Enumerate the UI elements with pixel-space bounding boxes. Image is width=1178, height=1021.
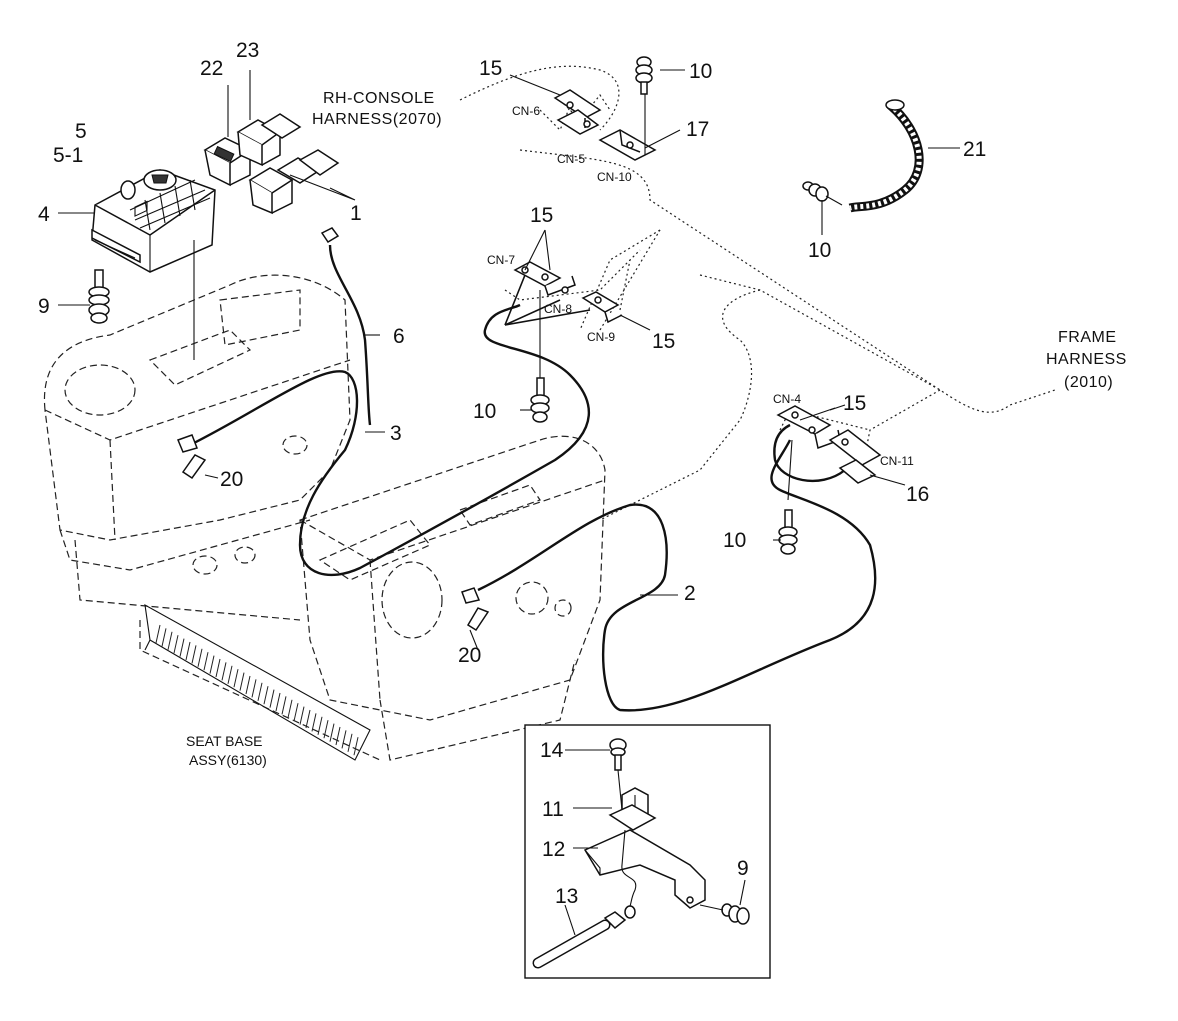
callout-17: 17 bbox=[686, 118, 709, 141]
callout-22: 22 bbox=[200, 57, 223, 80]
callout-4: 4 bbox=[38, 203, 50, 226]
callout-5: 5 bbox=[75, 120, 87, 143]
bolt-10-strap bbox=[802, 181, 843, 206]
callout-9-inset: 9 bbox=[737, 857, 749, 880]
rh-console-label-2: HARNESS(2070) bbox=[312, 111, 442, 128]
connector-cn5: CN-5 bbox=[557, 152, 585, 166]
connector-cn4: CN-4 bbox=[773, 392, 801, 406]
connector-20-left bbox=[177, 434, 207, 480]
connector-cn8: CN-8 bbox=[544, 302, 572, 316]
harness-routes bbox=[459, 65, 1056, 521]
callout-9-left: 9 bbox=[38, 295, 50, 318]
bolt-9-left bbox=[88, 269, 110, 324]
inset-detail bbox=[524, 724, 771, 979]
cable-3 bbox=[189, 303, 591, 577]
seat-base-label-2: ASSY(6130) bbox=[189, 752, 267, 768]
connector-cn6: CN-6 bbox=[512, 104, 540, 118]
callout-12: 12 bbox=[542, 838, 565, 861]
callout-6: 6 bbox=[393, 325, 405, 348]
seat-console-body bbox=[43, 274, 606, 761]
cable-6 bbox=[328, 244, 372, 426]
seat-base-assembly bbox=[144, 603, 371, 761]
callout-20-right: 20 bbox=[458, 644, 481, 667]
callout-10-top: 10 bbox=[689, 60, 712, 83]
rocker-switches bbox=[203, 70, 340, 215]
frame-harness-label-3: (2010) bbox=[1064, 374, 1113, 391]
bolts bbox=[88, 56, 843, 555]
bolt-10-top bbox=[635, 56, 653, 95]
callout-5-1: 5-1 bbox=[53, 144, 83, 167]
callout-1: 1 bbox=[350, 202, 362, 225]
reference-labels: RH-CONSOLE HARNESS(2070) FRAME HARNESS (… bbox=[186, 90, 1127, 768]
bolt-10-center bbox=[530, 377, 550, 423]
bracket-16 bbox=[776, 405, 906, 486]
callout-16: 16 bbox=[906, 483, 929, 506]
cable-16 bbox=[773, 423, 846, 483]
callout-14: 14 bbox=[540, 739, 564, 762]
callout-10-right: 10 bbox=[723, 529, 746, 552]
callout-21: 21 bbox=[963, 138, 986, 161]
bracket-top bbox=[509, 74, 657, 161]
callout-23: 23 bbox=[236, 39, 259, 62]
callout-2: 2 bbox=[684, 582, 696, 605]
callout-labels: 1 2 3 4 5 5-1 6 9 9 10 10 10 10 11 12 13… bbox=[38, 39, 986, 908]
callout-15-bracket: 15 bbox=[843, 392, 866, 415]
callout-10-center: 10 bbox=[473, 400, 496, 423]
callout-10-strap: 10 bbox=[808, 239, 831, 262]
callout-15-middle: 15 bbox=[530, 204, 553, 227]
plug-6 bbox=[320, 227, 340, 244]
connector-labels: CN-4 CN-5 CN-6 CN-7 CN-8 CN-9 CN-10 CN-1… bbox=[487, 104, 914, 468]
callout-3: 3 bbox=[390, 422, 402, 445]
callout-20-left: 20 bbox=[220, 468, 243, 491]
connector-cn10: CN-10 bbox=[597, 170, 632, 184]
seat-base-label-1: SEAT BASE bbox=[186, 733, 263, 749]
callout-15-right: 15 bbox=[652, 330, 675, 353]
rh-console-label-1: RH-CONSOLE bbox=[323, 90, 435, 107]
ground-strap-21 bbox=[848, 99, 924, 213]
cables bbox=[189, 244, 877, 712]
callout-15-top: 15 bbox=[479, 57, 502, 80]
frame-harness-label-2: HARNESS bbox=[1046, 351, 1127, 368]
bolt-10-right bbox=[778, 509, 798, 555]
frame-harness-label-1: FRAME bbox=[1058, 329, 1117, 346]
connector-cn9: CN-9 bbox=[587, 330, 615, 344]
connector-20-right bbox=[461, 587, 490, 632]
leader-lines bbox=[58, 69, 960, 936]
callout-13: 13 bbox=[555, 885, 578, 908]
connector-cn7: CN-7 bbox=[487, 253, 515, 267]
cable-2 bbox=[477, 439, 877, 712]
callout-11: 11 bbox=[542, 798, 564, 821]
connector-cn11: CN-11 bbox=[880, 454, 914, 468]
switch-panel-4 bbox=[91, 169, 216, 360]
